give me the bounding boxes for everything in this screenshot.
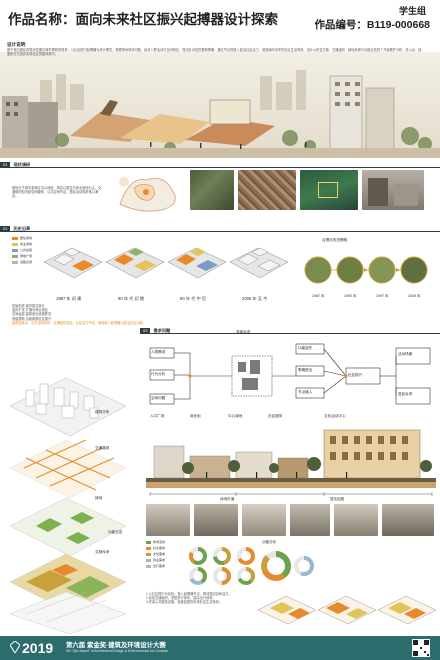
needs-label: 居民诉求	[398, 392, 413, 396]
activity-photo	[290, 504, 330, 536]
layer-label: 交通路网	[95, 446, 110, 450]
hero-rendering	[0, 52, 440, 158]
timeline-year: 2005 年	[408, 294, 421, 298]
section-name: 需求问题	[153, 327, 171, 333]
axon-2005-present	[229, 247, 289, 279]
group-label: 学生组	[398, 6, 426, 16]
site-photo-map	[300, 170, 358, 210]
layer-label: 文脉传承	[95, 550, 110, 554]
history-year-4: 2005 年 至 今	[242, 296, 268, 301]
timeline-year: 1997 年	[376, 294, 389, 298]
section-label: 文化活动中心	[324, 414, 346, 418]
layer-label: 功能业态	[108, 530, 123, 534]
footer: 2019 第六届 紫金奖·建筑及环境设计大赛 6th "Zijin Award"…	[0, 636, 440, 660]
section-label: 中心绿地	[228, 414, 243, 418]
section-number: 03	[140, 328, 151, 333]
charts-legend: 休闲活动 社交需求 文化需求 商业需求 出行需求	[146, 540, 182, 568]
charts-title: 功能分析	[262, 540, 277, 544]
legend-item: 社交需求	[146, 546, 182, 550]
history-legend: 居住用地 商业用地 公共设施 绿地广场 道路交通	[12, 236, 40, 264]
section-label: 社区服务	[268, 414, 283, 418]
section-number: 02	[0, 226, 11, 231]
section-number: 01	[0, 162, 11, 167]
needs-label: 社区振兴	[348, 373, 363, 377]
layered-axon-diagram	[9, 378, 127, 634]
legend-item: 出行需求	[146, 564, 182, 568]
needs-label: 节点植入	[298, 390, 313, 394]
detail-block	[257, 595, 317, 625]
legend-item: 商业需求	[146, 558, 182, 562]
footer-award: 第六届 紫金奖·建筑及环境设计大赛	[66, 642, 166, 649]
section-label: 入口广场	[150, 414, 165, 418]
section-bar-history: 02 历史沿革	[0, 225, 440, 232]
section-label: 商业街	[190, 414, 201, 418]
site-photo-street	[362, 170, 424, 210]
qr-code-icon	[412, 639, 430, 657]
location-map	[112, 170, 186, 214]
section-bar-needs: 03 需求问题	[140, 327, 440, 334]
footer-award-en: 6th "Zijin Award" of Architectural Desig…	[66, 649, 168, 653]
section-label: 休闲步道	[220, 497, 235, 501]
timeline-year: 1987 年	[312, 294, 325, 298]
axon-1990s-early	[105, 247, 165, 279]
legend-item: 绿地广场	[12, 254, 40, 258]
section-name: 历史沿革	[13, 225, 31, 231]
section-name: 现状调研	[13, 161, 31, 167]
layer-roads	[9, 439, 127, 499]
axon-1990s-late	[167, 247, 227, 279]
intro-text: 基于老旧城区的现状发展与城市更新的需求，以社区振兴起搏器为设计理念，梳理场地现状…	[7, 48, 425, 57]
activity-photo	[334, 504, 378, 536]
header: 作品名称：面向未来社区振兴起搏器设计探索 学生组 作品编号：B119-00066…	[0, 0, 440, 38]
layer-label: 建筑分布	[95, 410, 110, 414]
activity-photo	[146, 504, 190, 536]
layer-function	[9, 553, 127, 613]
legend-item: 休闲活动	[146, 540, 182, 544]
entry-code: 作品编号：B119-000668	[314, 19, 430, 31]
history-axon-diagrams	[43, 247, 289, 279]
detail-block	[317, 595, 377, 625]
axon-1987	[43, 247, 103, 279]
legend-item: 居住用地	[12, 236, 40, 240]
legend-item: 公共设施	[12, 248, 40, 252]
needs-label: 游客诉求	[236, 330, 251, 334]
legend-item: 商业用地	[12, 242, 40, 246]
history-timeline	[304, 256, 428, 284]
needs-label: 活动场景	[398, 352, 413, 356]
needs-flow-diagram	[149, 343, 431, 405]
donut-charts	[189, 547, 314, 585]
timeline-label: 合理化改进策略	[322, 238, 348, 242]
needs-label: 空间问题	[151, 396, 166, 400]
activity-photo	[194, 504, 238, 536]
site-description: 基地位于城市老城区中心地段，周边以居住与商业用地为主，交通便利但内部空间破碎，公…	[12, 186, 102, 199]
site-photo-aerial	[190, 170, 234, 210]
section-label: 居住组团	[330, 497, 345, 501]
activity-photo	[382, 504, 434, 536]
history-year-2: 90 年 代 初 期	[118, 296, 145, 301]
site-photo-plan	[238, 170, 296, 210]
section-bar-site: 01 现状调研	[0, 161, 440, 168]
conclusion: 1.以社区振兴为目标，植入起搏器节点，带动周边空间活力。 2.优化交通组织，重塑…	[146, 592, 232, 605]
needs-label: 功能缺失	[298, 346, 313, 350]
footer-year: 2019	[22, 640, 54, 656]
history-year-3: 90 年 代 中 后	[180, 296, 207, 301]
layer-buildings	[9, 378, 127, 437]
detail-block	[377, 595, 436, 625]
history-notes: 初始形成 城市居住单元 逐步扩张 扩展为商业街区 空间衰退 建筑老化设施陈旧 重…	[12, 304, 146, 325]
intro-label: 设计说明	[7, 42, 26, 47]
timeline-year: 1993 年	[344, 294, 357, 298]
layer-culture	[9, 591, 127, 634]
section-elevation	[146, 429, 436, 496]
layer-green	[9, 497, 127, 557]
needs-label: 策略提出	[298, 368, 313, 372]
history-year-1: 1987 年 初 建	[56, 296, 82, 301]
award-logo-icon	[10, 641, 20, 653]
page-title: 作品名称：面向未来社区振兴起搏器设计探索	[8, 12, 278, 27]
activity-photo	[242, 504, 286, 536]
legend-item: 文化需求	[146, 552, 182, 556]
legend-item: 道路交通	[12, 260, 40, 264]
detail-axon-diagrams	[257, 595, 436, 625]
needs-label: 人群需求	[151, 350, 166, 354]
layer-label: 绿地	[95, 496, 103, 500]
needs-label: 行为分析	[151, 372, 166, 376]
